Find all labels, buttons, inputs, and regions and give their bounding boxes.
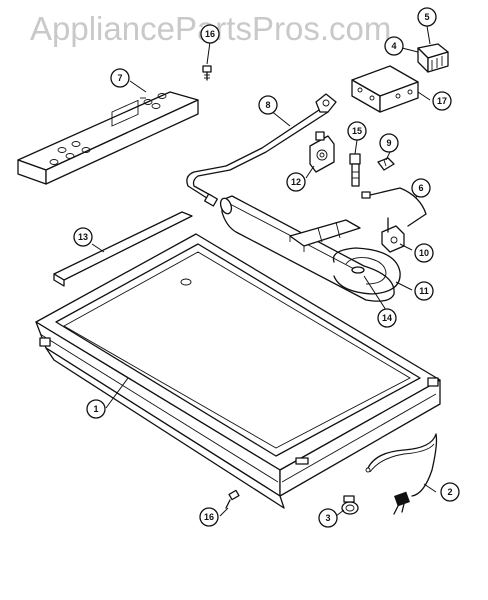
part-trim-strip [53, 211, 193, 287]
part-thermocouple-6 [361, 187, 427, 227]
callout-4: 4 [384, 36, 404, 56]
svg-text:6: 6 [418, 183, 423, 193]
callout-8: 8 [258, 95, 278, 115]
callout-16-top: 16 [200, 24, 220, 44]
callout-2: 2 [440, 482, 460, 502]
callout-5: 5 [417, 7, 437, 27]
svg-text:12: 12 [291, 177, 301, 187]
part-pilot-15 [349, 153, 361, 187]
part-manifold-tube [186, 93, 337, 207]
part-grommet-3 [341, 495, 359, 515]
part-switch-block [417, 43, 449, 73]
svg-text:5: 5 [424, 12, 429, 22]
part-valve-12 [309, 131, 335, 173]
callout-6: 6 [411, 178, 431, 198]
svg-text:17: 17 [437, 96, 447, 106]
part-bracket [351, 65, 419, 113]
svg-text:9: 9 [386, 138, 391, 148]
svg-text:8: 8 [265, 100, 270, 110]
svg-text:10: 10 [419, 248, 429, 258]
callout-15: 15 [347, 121, 367, 141]
svg-text:15: 15 [352, 126, 362, 136]
callout-9: 9 [379, 133, 399, 153]
part-screw-bottom [225, 489, 240, 509]
part-clip-9 [377, 157, 395, 171]
svg-text:11: 11 [419, 286, 429, 296]
callout-16-bottom: 16 [199, 507, 219, 527]
part-screw-top [202, 65, 212, 81]
part-control-panel [17, 91, 199, 185]
svg-text:2: 2 [447, 487, 452, 497]
callout-14: 14 [377, 308, 397, 328]
svg-text:16: 16 [205, 29, 215, 39]
callout-1: 1 [86, 399, 106, 419]
svg-text:13: 13 [78, 232, 88, 242]
callout-7: 7 [110, 68, 130, 88]
svg-text:3: 3 [325, 513, 330, 523]
part-drip-tray [35, 233, 441, 509]
svg-text:7: 7 [117, 73, 122, 83]
callout-12: 12 [286, 172, 306, 192]
leader-lines [91, 25, 437, 517]
svg-text:14: 14 [382, 313, 392, 323]
callout-11: 11 [414, 281, 434, 301]
callout-17: 17 [432, 91, 452, 111]
svg-text:1: 1 [93, 404, 98, 414]
callout-13: 13 [73, 227, 93, 247]
part-power-cord [365, 433, 438, 515]
part-burner-assembly [219, 195, 405, 302]
callout-10: 10 [414, 243, 434, 263]
svg-text:4: 4 [391, 41, 396, 51]
svg-text:16: 16 [204, 512, 214, 522]
callout-3: 3 [318, 508, 338, 528]
